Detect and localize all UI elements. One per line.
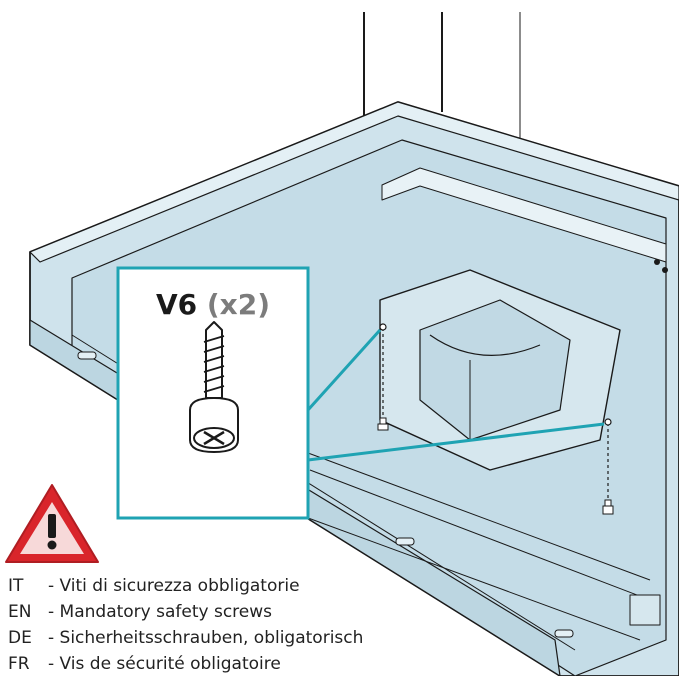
legend-text: - Vis de sécurité obligatoire — [48, 654, 281, 674]
callout-pointers — [306, 328, 605, 462]
legend-code: DE — [8, 628, 32, 648]
screw-positions — [377, 323, 614, 515]
screw-code: V6 — [155, 288, 198, 321]
screw-quantity: (x2) — [206, 288, 271, 321]
screw-callout-title: V6 (x2) — [118, 288, 308, 321]
safety-legend: IT - Viti di sicurezza obbligatorie EN -… — [8, 573, 363, 677]
legend-code: FR — [8, 654, 30, 674]
legend-row-en: EN - Mandatory safety screws — [8, 599, 363, 625]
legend-code: EN — [8, 602, 32, 622]
legend-text: - Mandatory safety screws — [48, 602, 273, 622]
screw-icon — [189, 321, 239, 453]
legend-text: - Viti di sicurezza obbligatorie — [48, 576, 300, 596]
legend-row-de: DE - Sicherheitsschrauben, obligatorisch — [8, 625, 363, 651]
warning-triangle-icon — [5, 484, 99, 563]
mounting-rods — [363, 12, 521, 150]
legend-row-it: IT - Viti di sicurezza obbligatorie — [8, 573, 363, 599]
legend-text: - Sicherheitsschrauben, obligatorisch — [48, 628, 364, 648]
legend-code: IT — [8, 576, 24, 596]
legend-row-fr: FR - Vis de sécurité obligatoire — [8, 651, 363, 677]
